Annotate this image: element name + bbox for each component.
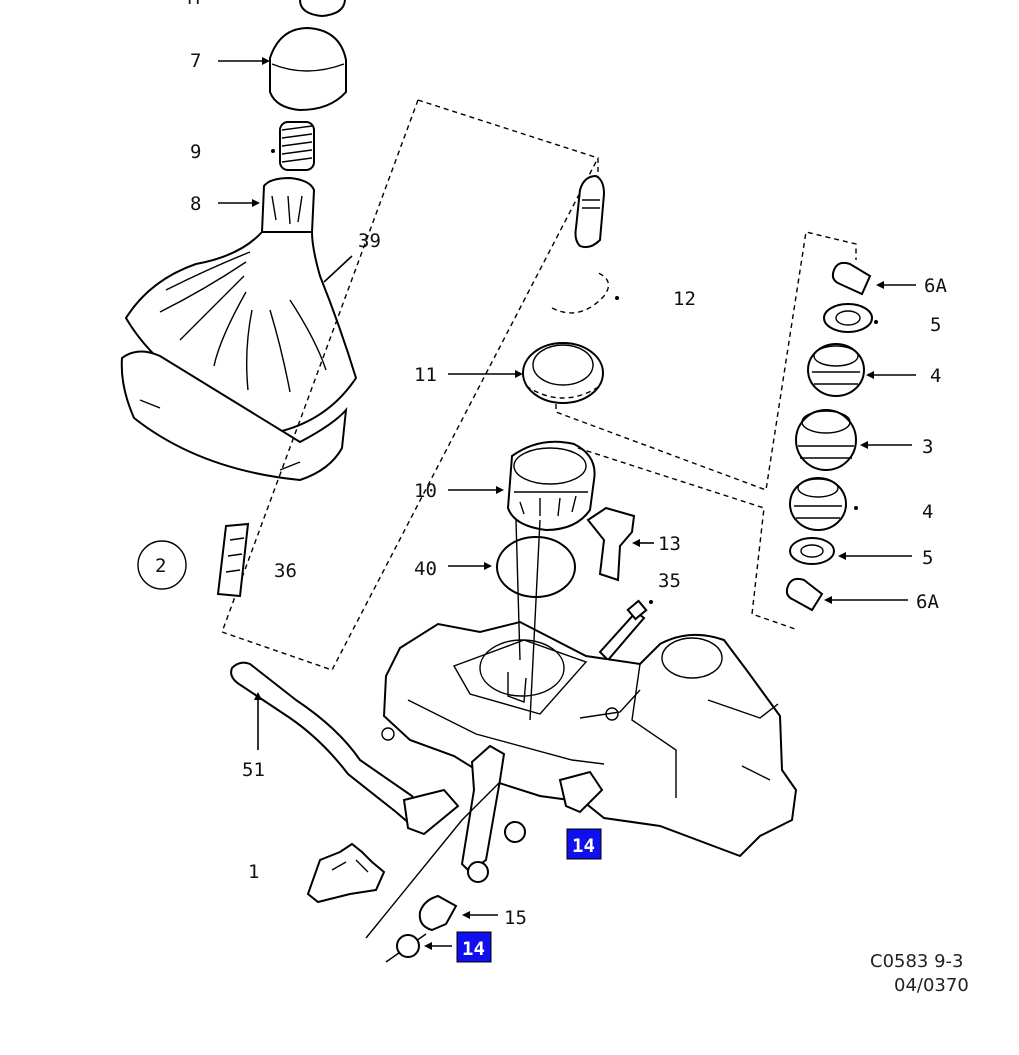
callout-circle-2	[137, 540, 187, 590]
part-13-bracket	[586, 506, 636, 582]
leader-11-arrow	[515, 370, 523, 378]
label-m: M	[188, 0, 199, 9]
part-4-bottom-gear	[789, 477, 847, 531]
drawing-code-line-2: 04/0370	[894, 975, 969, 996]
part-5-top-washer	[823, 303, 873, 333]
highlight-box-14-lower	[456, 931, 492, 963]
part-51-shift-rod	[230, 661, 460, 836]
label-7: 7	[190, 50, 201, 72]
leader-7-arrow	[262, 57, 270, 65]
label-15: 15	[504, 907, 527, 929]
label-39: 39	[358, 230, 381, 252]
part-12-pin-and-clip	[551, 174, 610, 314]
drawing-code-line-1: C0583 9-3	[870, 951, 964, 972]
highlight-box-14-upper	[566, 828, 602, 860]
label-12: 12	[673, 288, 696, 310]
enclosure-dashed-right-lower	[577, 447, 799, 631]
label-36: 36	[274, 560, 297, 582]
part-7-gear-knob	[269, 26, 347, 112]
part-top-fragment	[299, 0, 346, 18]
part-11-bushing-ring	[522, 342, 604, 404]
part-15-bushing	[418, 894, 458, 932]
label-5-top: 5	[930, 314, 941, 336]
label-35: 35	[658, 570, 681, 592]
part-5-bottom-washer	[789, 537, 835, 565]
leader-12-dot	[615, 296, 619, 300]
label-1: 1	[248, 861, 259, 883]
enclosure-dashed-left	[221, 99, 599, 671]
leader-39	[323, 255, 353, 283]
leader-5-top-dot	[874, 320, 878, 324]
part-9-spring	[279, 121, 315, 171]
part-4-top-gear	[807, 343, 865, 397]
leader-6a-top-arrow	[876, 281, 884, 289]
label-4-top: 4	[930, 365, 941, 387]
leader-13-arrow	[632, 539, 640, 547]
leader-6a-bottom-arrow	[824, 596, 832, 604]
label-11: 11	[414, 364, 437, 386]
label-6a-top: 6A	[924, 275, 947, 297]
leader-9-dot	[271, 149, 275, 153]
highlight-label-14-upper: 14	[566, 828, 602, 860]
label-3: 3	[922, 436, 933, 458]
label-51: 51	[242, 759, 265, 781]
part-14-nut-bottom	[396, 934, 420, 958]
part-6a-bottom-bushing	[785, 577, 824, 612]
leader-14-bottom-arrow	[424, 942, 432, 950]
part-1-bracket	[306, 842, 386, 904]
part-10-gear-housing	[506, 440, 596, 532]
leader-10-arrow	[496, 486, 504, 494]
label-6a-bottom: 6A	[916, 591, 939, 613]
label-8: 8	[190, 193, 201, 215]
highlight-text-14-lower: 14	[462, 938, 485, 960]
part-6a-top-bushing	[831, 261, 872, 296]
label-13: 13	[658, 533, 681, 555]
highlight-label-14-lower: 14	[456, 931, 492, 963]
leader-15-arrow	[462, 911, 470, 919]
leader-5-bottom-arrow	[838, 552, 846, 560]
leader-40-arrow	[484, 562, 492, 570]
part-35-bolt	[598, 599, 648, 662]
label-10: 10	[414, 480, 437, 502]
highlight-text-14-upper: 14	[572, 835, 595, 857]
label-4-bottom: 4	[922, 501, 933, 523]
part-3-gear	[795, 409, 857, 471]
enclosure-dashed-connector	[555, 231, 857, 491]
label-9: 9	[190, 141, 201, 163]
leader-35-dot	[649, 600, 653, 604]
leader-4-bottom-dot	[854, 506, 858, 510]
part-linkage-lever	[365, 744, 604, 963]
leader-3-arrow	[860, 441, 868, 449]
part-36-pin	[216, 522, 250, 598]
callout-2-text: 2	[155, 555, 166, 577]
part-shift-housing-base	[381, 519, 798, 858]
leader-51-arrow	[254, 692, 262, 700]
part-39-gear-boot	[120, 231, 358, 482]
label-40: 40	[414, 558, 437, 580]
leader-8-arrow	[252, 199, 260, 207]
leader-4-top-arrow	[866, 371, 874, 379]
label-5-bottom: 5	[922, 547, 933, 569]
